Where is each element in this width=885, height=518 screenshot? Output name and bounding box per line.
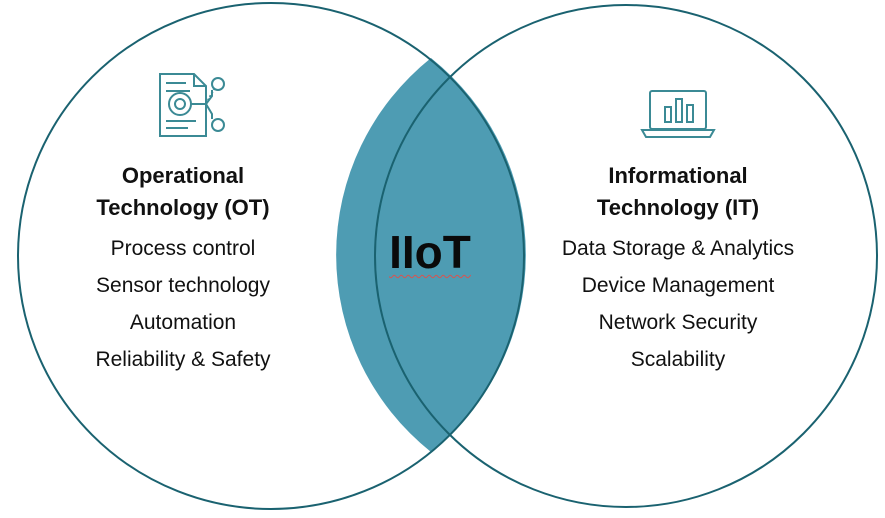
iiot-label-text: IIoT [389, 226, 471, 278]
ot-title-line2: Technology (OT) [96, 195, 270, 220]
it-circle [374, 4, 878, 508]
ot-section: Operational Technology (OT) Process cont… [48, 160, 318, 378]
ot-item: Process control [110, 237, 256, 260]
laptop-chart-icon [640, 90, 716, 138]
ot-title: Operational Technology (OT) [48, 160, 318, 224]
it-item: Network Security [598, 311, 758, 334]
ot-item: Automation [129, 311, 237, 334]
ot-item: Sensor technology [96, 274, 270, 297]
ot-item: Reliability & Safety [95, 348, 271, 371]
it-title-line1: Informational [608, 163, 748, 188]
document-process-icon [159, 73, 225, 137]
it-title-line2: Technology (IT) [596, 195, 760, 220]
intersection-region [336, 58, 526, 452]
it-section: Informational Technology (IT) Data Stora… [538, 160, 818, 378]
it-item: Scalability [630, 348, 726, 371]
iiot-label: IIoT [330, 222, 530, 282]
it-title: Informational Technology (IT) [538, 160, 818, 224]
ot-title-line1: Operational [121, 163, 245, 188]
it-item: Data Storage & Analytics [561, 237, 795, 260]
it-item: Device Management [581, 274, 775, 297]
ot-circle [17, 2, 525, 510]
